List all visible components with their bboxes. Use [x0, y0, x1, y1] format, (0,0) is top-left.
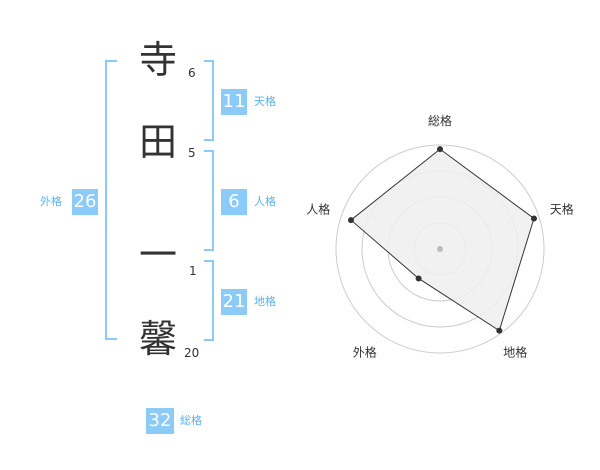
kanji-char-4: 馨	[138, 317, 177, 361]
radar-ring-4	[335, 144, 545, 354]
stroke-count-1: 6	[188, 66, 196, 80]
radar-point-2	[530, 215, 537, 222]
radar-axis-label-1: 総格	[428, 113, 452, 128]
gai-value-badge: 26	[72, 189, 98, 215]
so-value-badge: 32	[146, 408, 174, 434]
radar-point-1	[437, 146, 443, 153]
radar-point-5	[347, 217, 354, 224]
jin-label: 人格	[254, 195, 276, 208]
kanji-char-1: 寺	[138, 38, 177, 82]
radar-point-4	[415, 275, 422, 282]
kanji-char-2: 田	[138, 120, 177, 164]
ten-value-badge: 11	[221, 89, 247, 115]
outer-bracket	[105, 60, 117, 340]
stroke-count-2: 5	[188, 146, 196, 160]
stroke-count-4: 20	[184, 346, 200, 360]
so-label: 総格	[180, 414, 202, 427]
radar-data-polygon	[350, 148, 535, 332]
jin-bracket	[204, 150, 214, 251]
radar-axis-label-3: 地格	[503, 345, 527, 360]
kanji-char-3: 一	[138, 233, 177, 277]
ten-label: 天格	[254, 95, 276, 108]
radar-axis-label-2: 天格	[550, 201, 574, 216]
radar-point-3	[496, 327, 503, 334]
gai-label: 外格	[40, 195, 62, 208]
ten-bracket	[204, 60, 214, 141]
radar-center-dot	[437, 246, 443, 252]
radar-axis-label-4: 外格	[353, 345, 377, 360]
chi-bracket	[204, 260, 214, 341]
stroke-count-3: 1	[189, 264, 197, 278]
chi-value-badge: 21	[221, 289, 247, 315]
jin-value-badge: 6	[221, 189, 247, 215]
chi-label: 地格	[254, 295, 276, 308]
radar-axis-label-5: 人格	[306, 201, 330, 216]
